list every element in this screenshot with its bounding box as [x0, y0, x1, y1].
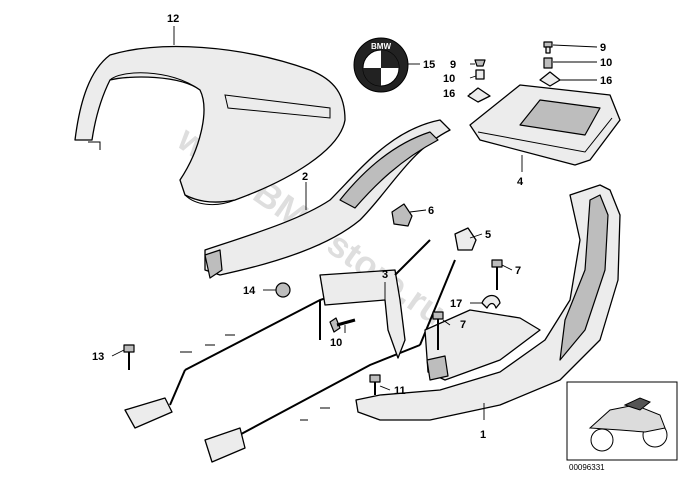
part-14-grommet	[275, 282, 291, 298]
hardware-upper-right	[539, 41, 561, 87]
callout-5: 5	[485, 229, 491, 241]
callout-2: 2	[302, 171, 308, 183]
part-3-frame	[124, 239, 456, 463]
callout-3: 3	[382, 269, 388, 281]
leader-lines	[111, 26, 598, 420]
hardware-upper-middle	[467, 59, 491, 103]
callout-17: 17	[450, 298, 462, 310]
part-12-seat-cowl	[74, 45, 346, 206]
part-2-grab-rail-left	[204, 119, 451, 279]
part-1-grab-rail-right	[355, 184, 621, 421]
callout-11: 11	[394, 385, 406, 397]
callout-9b: 9	[600, 42, 606, 54]
logo-text: BMW	[371, 42, 391, 51]
callout-7b: 7	[460, 319, 466, 331]
bmw-logo: BMW	[353, 37, 409, 93]
callout-16b: 16	[600, 75, 612, 87]
callout-15: 15	[423, 59, 435, 71]
callout-12: 12	[167, 13, 179, 25]
callout-10a: 10	[443, 73, 455, 85]
callout-6: 6	[428, 205, 434, 217]
callout-4: 4	[517, 176, 524, 188]
part-5-bracket	[454, 227, 477, 251]
thumbnail-id: 00096331	[569, 463, 605, 472]
callout-14: 14	[243, 285, 256, 297]
callout-1: 1	[480, 429, 486, 441]
callout-7a: 7	[515, 265, 521, 277]
callout-9a: 9	[450, 59, 456, 71]
callout-16a: 16	[443, 88, 455, 100]
callout-10b: 10	[600, 57, 612, 69]
motorcycle-thumbnail: 00096331	[566, 381, 678, 472]
part-4-rack	[469, 84, 621, 166]
callout-10c: 10	[330, 337, 342, 349]
callouts: 12 15 9 10 16 9 10 16 4 2 6 5 3 7 14 17 …	[92, 13, 612, 441]
part-6-bracket	[391, 203, 413, 227]
callout-13: 13	[92, 351, 104, 363]
hardware-lower	[123, 259, 503, 395]
